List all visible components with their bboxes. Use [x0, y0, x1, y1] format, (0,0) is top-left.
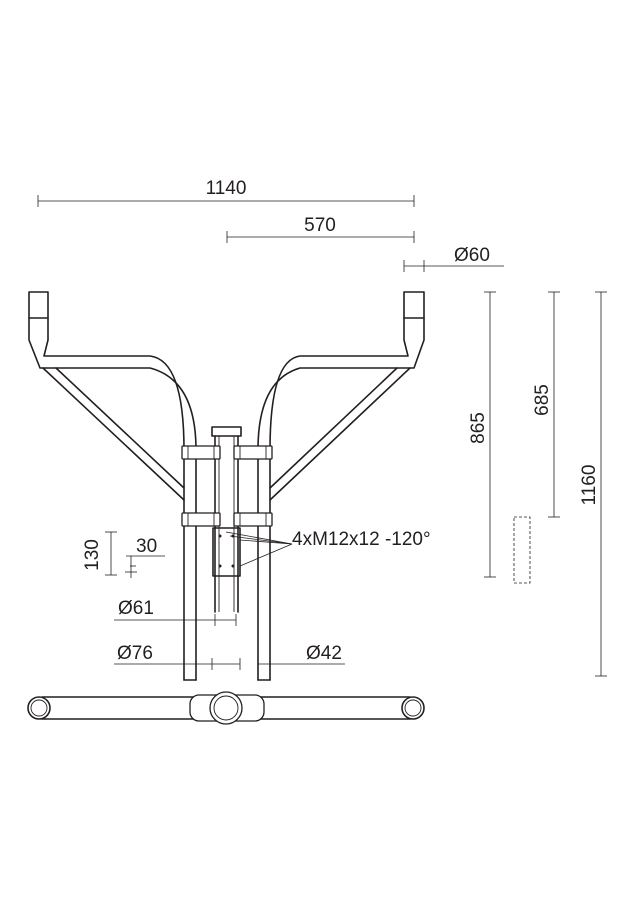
plan-view — [27, 691, 425, 725]
dim-half-width: 570 — [304, 215, 336, 236]
left-brace — [42, 367, 185, 501]
left-arm-inner — [43, 317, 185, 681]
dim-plate-width: 30 — [136, 536, 157, 557]
left-arm-outer — [28, 317, 197, 681]
dim-bolt-spec: 4xM12x12 -120° — [292, 529, 431, 550]
dim-height-685: 685 — [532, 384, 553, 416]
dimension-lines — [37, 195, 607, 677]
dim-overall-height: 1160 — [579, 465, 600, 506]
elevation-view — [28, 291, 531, 681]
dimension-labels: 1140 570 Ø60 865 685 1160 4xM12x12 -120°… — [82, 178, 600, 664]
dim-plate-height: 130 — [82, 539, 103, 571]
dim-inner-diameter: Ø61 — [118, 598, 154, 619]
dim-overall-width: 1140 — [206, 178, 247, 199]
plan-pole-outer — [209, 691, 243, 725]
right-arm-inner — [269, 317, 409, 681]
plan-pole-inner — [213, 695, 239, 721]
lower-clamps — [181, 512, 273, 527]
mounting-plate — [212, 527, 241, 577]
dim-pole-diameter: Ø76 — [117, 643, 153, 664]
dim-height-865: 865 — [468, 412, 489, 444]
right-lamp-cup — [403, 291, 425, 319]
dim-arm-diameter: Ø42 — [306, 643, 342, 664]
right-arm-outer — [257, 317, 425, 681]
right-brace — [269, 367, 411, 501]
left-lamp-cup — [28, 291, 49, 319]
dim-top-diameter: Ø60 — [454, 245, 490, 266]
right-lamp-top — [401, 696, 425, 720]
upper-clamps — [181, 445, 273, 460]
left-lamp-top — [27, 696, 51, 720]
pole-outline-dashed — [513, 516, 531, 584]
